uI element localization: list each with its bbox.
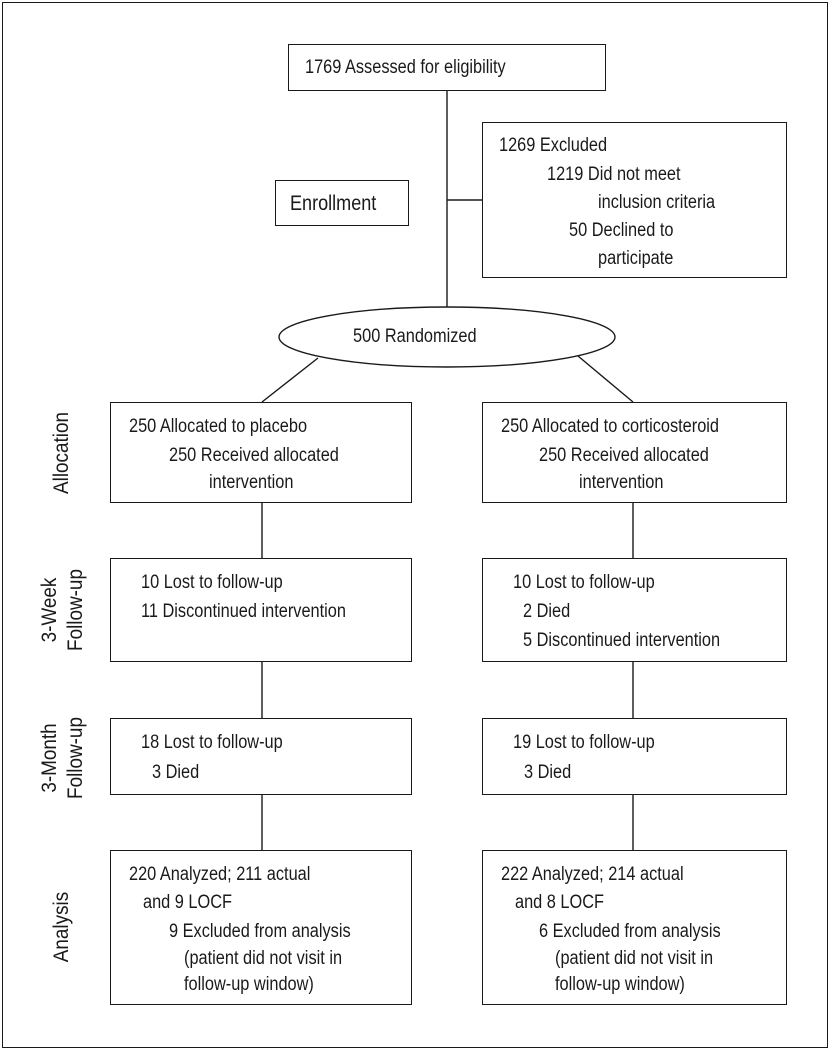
stage-label-3-month: 3-Month Follow-up — [37, 717, 89, 799]
stage-label-3-week: 3-Week Follow-up — [37, 569, 89, 651]
randomized-ellipse — [278, 306, 616, 368]
enrollment-label: Enrollment — [290, 192, 377, 215]
corticosteroid-allocation-line-2: intervention — [579, 472, 664, 493]
placebo-allocation-box: 250 Allocated to placebo 250 Received al… — [110, 402, 412, 503]
randomized-label: 500 Randomized — [280, 322, 550, 352]
excluded-line-2: inclusion criteria — [598, 192, 716, 213]
excluded-line-1: 1219 Did not meet — [547, 164, 681, 185]
placebo-analysis-line-1: 220 Analyzed; 211 actual — [129, 864, 311, 885]
connector-randomized-to-corticosteroid — [577, 355, 634, 403]
placebo-analysis-line-3: 9 Excluded from analysis — [169, 921, 351, 942]
corticosteroid-analysis-line-3: 6 Excluded from analysis — [539, 921, 721, 942]
placebo-analysis-line-5: follow-up window) — [184, 974, 314, 995]
placebo-allocation-line-2: intervention — [209, 472, 294, 493]
placebo-week3-line-1: 10 Lost to follow-up — [141, 572, 283, 593]
placebo-allocation-line-1: 250 Received allocated — [169, 445, 339, 466]
corticosteroid-month3-box: 19 Lost to follow-up 3 Died — [482, 718, 787, 795]
stage-3-week-line-1: 3-Week — [38, 577, 61, 643]
corticosteroid-week3-line-2: 2 Died — [523, 601, 571, 622]
stage-3-week-line-2: Follow-up — [64, 569, 87, 651]
placebo-analysis-box: 220 Analyzed; 211 actual and 9 LOCF 9 Ex… — [110, 850, 412, 1005]
corticosteroid-analysis-box: 222 Analyzed; 214 actual and 8 LOCF 6 Ex… — [482, 850, 787, 1005]
enrollment-label-box: Enrollment — [275, 180, 409, 226]
corticosteroid-allocation-line-1: 250 Received allocated — [539, 445, 709, 466]
corticosteroid-analysis-line-5: follow-up window) — [555, 974, 685, 995]
stage-3-month-line-1: 3-Month — [38, 723, 61, 793]
stage-label-allocation: Allocation — [49, 412, 75, 494]
stage-label-analysis: Analysis — [49, 892, 75, 962]
stage-3-month-line-2: Follow-up — [64, 717, 87, 799]
corticosteroid-month3-line-1: 19 Lost to follow-up — [513, 732, 655, 753]
placebo-month3-line-2: 3 Died — [152, 762, 200, 783]
corticosteroid-analysis-line-2: and 8 LOCF — [515, 892, 605, 913]
corticosteroid-analysis-line-1: 222 Analyzed; 214 actual — [501, 864, 684, 885]
placebo-week3-box: 10 Lost to follow-up 11 Discontinued int… — [110, 558, 412, 662]
corticosteroid-allocation-box: 250 Allocated to corticosteroid 250 Rece… — [482, 402, 787, 503]
corticosteroid-week3-box: 10 Lost to follow-up 2 Died 5 Discontinu… — [482, 558, 787, 662]
placebo-allocation-title: 250 Allocated to placebo — [129, 416, 308, 437]
placebo-month3-line-1: 18 Lost to follow-up — [141, 732, 283, 753]
placebo-analysis-line-2: and 9 LOCF — [143, 892, 233, 913]
randomized-text: 500 Randomized — [353, 326, 477, 347]
corticosteroid-allocation-title: 250 Allocated to corticosteroid — [501, 416, 720, 437]
excluded-line-4: participate — [598, 248, 674, 269]
placebo-analysis-line-4: (patient did not visit in — [184, 948, 343, 969]
corticosteroid-week3-line-1: 10 Lost to follow-up — [513, 572, 655, 593]
connector-randomized-to-placebo — [261, 357, 319, 403]
excluded-box: 1269 Excluded 1219 Did not meet inclusio… — [482, 122, 787, 278]
corticosteroid-month3-line-2: 3 Died — [524, 762, 572, 783]
placebo-week3-line-2: 11 Discontinued intervention — [141, 601, 346, 622]
assessed-box: 1769 Assessed for eligibility — [288, 44, 606, 91]
corticosteroid-analysis-line-4: (patient did not visit in — [555, 948, 714, 969]
excluded-line-3: 50 Declined to — [569, 220, 674, 241]
stage-allocation-text: Allocation — [50, 412, 73, 494]
placebo-month3-box: 18 Lost to follow-up 3 Died — [110, 718, 412, 795]
stage-analysis-text: Analysis — [50, 891, 73, 963]
assessed-text: 1769 Assessed for eligibility — [305, 57, 506, 78]
excluded-title: 1269 Excluded — [499, 135, 608, 156]
corticosteroid-week3-line-3: 5 Discontinued intervention — [523, 630, 721, 651]
